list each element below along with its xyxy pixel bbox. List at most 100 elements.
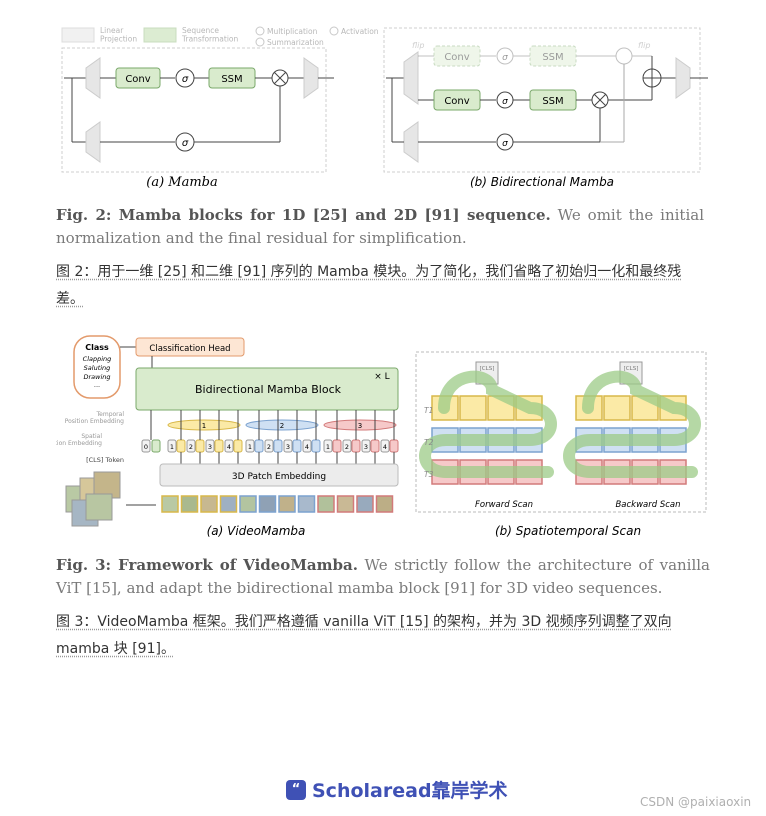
- flip-label-out: flip: [638, 41, 650, 50]
- spatial-token-1-1: [167, 439, 177, 453]
- patch-strip: [161, 495, 394, 513]
- patch-token-3-2: [351, 439, 361, 453]
- layers-label: × L: [374, 372, 389, 382]
- spatial-token-1-2: [186, 439, 196, 453]
- temporal-embed-2: [245, 419, 319, 431]
- video-patch-1: [161, 495, 179, 513]
- video-patch-3: [200, 495, 218, 513]
- legend-act-label: Activation: [341, 27, 379, 36]
- figure-2-translation-text: 图 2：用于一维 [25] 和二维 [91] 序列的 Mamba 模块。为了简化…: [56, 264, 682, 307]
- spatial-token-1-4: [224, 439, 234, 453]
- patch-token-3-4: [389, 439, 399, 453]
- spatial-embed-label: SpatialPosition Embedding: [56, 433, 102, 447]
- spatial-token-3-1: [323, 439, 333, 453]
- class-output-box: [73, 335, 121, 399]
- figure-2-caption: Fig. 2: Mamba blocks for 1D [25] and 2D …: [56, 204, 704, 250]
- class-title: Class: [85, 343, 109, 352]
- figure-2-translation[interactable]: 图 2：用于一维 [25] 和二维 [91] 序列的 Mamba 模块。为了简化…: [56, 259, 704, 313]
- spatial-token-index-2-1: 1: [248, 443, 252, 451]
- fw-conv-label: Conv: [444, 96, 469, 107]
- cls-token: [141, 439, 151, 453]
- sigma-label: σ: [182, 74, 189, 85]
- legend-seq-swatch: [143, 27, 177, 43]
- bw-conv-block: [433, 45, 481, 67]
- mamba-block-label: Bidirectional Mamba Block: [195, 383, 342, 396]
- legend-linear-swatch: [61, 27, 95, 43]
- spatial-token-index-3-1: 1: [326, 443, 330, 451]
- patch-token-2-4: [311, 439, 321, 453]
- video-patch-9: [317, 495, 335, 513]
- spatial-token-3-4: [380, 439, 390, 453]
- video-patch-11: [356, 495, 374, 513]
- spatial-token-2-1: [245, 439, 255, 453]
- bi-linear-in-icon: [403, 51, 419, 105]
- patch-token-3-1: [332, 439, 342, 453]
- patch-token-2-3: [292, 439, 302, 453]
- csdn-watermark: CSDN @paixiaoxin: [640, 795, 752, 809]
- bimamba-frame: [383, 27, 701, 173]
- forward-cls-label: [CLS]: [480, 366, 495, 372]
- spatial-token-2-3: [283, 439, 293, 453]
- time-label-1: T1: [424, 406, 433, 415]
- video-patch-5: [239, 495, 257, 513]
- video-patch-4: [219, 495, 238, 513]
- video-patch-10: [336, 495, 355, 513]
- cls-pos-embed: [151, 439, 161, 453]
- fig2-sub-a: (a) Mamba: [146, 175, 218, 190]
- figure-3-translation[interactable]: 图 3：VideoMamba 框架。我们严格遵循 vanilla ViT [15…: [56, 609, 702, 663]
- spatial-token-index-3-2: 2: [345, 443, 349, 451]
- spatial-token-index-2-2: 2: [267, 443, 271, 451]
- bw-ssm-label: SSM: [542, 52, 563, 63]
- spatial-token-1-3: [205, 439, 215, 453]
- linear-proj-out-icon: [303, 57, 319, 99]
- class-item-2: Saluting: [84, 364, 111, 372]
- spatial-token-3-2: [342, 439, 352, 453]
- classification-head-label: Classification Head: [149, 344, 230, 354]
- video-patch-12: [375, 495, 394, 513]
- spatial-token-index-3-3: 3: [364, 443, 368, 451]
- fig3-sub-b: (b) Spatiotemporal Scan: [495, 524, 641, 538]
- spatial-token-index-1-3: 3: [208, 443, 212, 451]
- video-patch-6: [258, 495, 277, 513]
- spatial-token-2-4: [302, 439, 312, 453]
- temporal-embed-label-3: 3: [358, 422, 362, 430]
- class-item-1: Clapping: [83, 355, 112, 363]
- figure-3-diagram: Class Clapping Saluting Drawing ... Clas…: [43, 335, 707, 538]
- linear-proj-gate-icon: [85, 121, 101, 163]
- bw-conv-label: Conv: [444, 52, 469, 63]
- forward-scan-label: Forward Scan: [475, 500, 533, 510]
- flip-label-in: flip: [412, 41, 424, 50]
- ssm-label: SSM: [221, 74, 242, 85]
- scholaread-brand[interactable]: “ Scholaread靠岸学术: [286, 776, 508, 803]
- scholaread-brand-text: Scholaread靠岸学术: [312, 780, 508, 802]
- fig2-sub-b: (b) Bidirectional Mamba: [470, 175, 614, 189]
- conv-label: Conv: [125, 74, 150, 85]
- spatial-token-index-1-1: 1: [170, 443, 174, 451]
- legend-sum-label: Summarization: [267, 38, 324, 47]
- figure-2-caption-title: Fig. 2: Mamba blocks for 1D [25] and 2D …: [56, 206, 551, 224]
- spatial-token-index-1-2: 2: [189, 443, 193, 451]
- patch-token-2-2: [273, 439, 283, 453]
- scholaread-logo-icon: “: [286, 779, 306, 800]
- backward-cls-label: [CLS]: [624, 366, 639, 372]
- figure-3-caption-title: Fig. 3: Framework of VideoMamba.: [56, 556, 358, 574]
- spatial-token-3-3: [361, 439, 371, 453]
- bw-sigma-label: σ: [502, 53, 508, 63]
- spatial-token-index-2-4: 4: [305, 443, 309, 451]
- patch-token-1-1: [176, 439, 186, 453]
- fw-sigma-label: σ: [502, 97, 508, 107]
- patch-embedding-label: 3D Patch Embedding: [232, 472, 326, 482]
- backward-scan-path: [563, 370, 701, 478]
- bw-sigma-node: [496, 47, 514, 65]
- temporal-embed-3: [323, 419, 397, 431]
- spatial-token-index-1-4: 4: [227, 443, 231, 451]
- backward-cell-1-2: [603, 395, 631, 421]
- video-patch-8: [297, 495, 316, 513]
- bi-linear-out-icon: [675, 57, 691, 99]
- patch-embedding-block: [159, 463, 399, 487]
